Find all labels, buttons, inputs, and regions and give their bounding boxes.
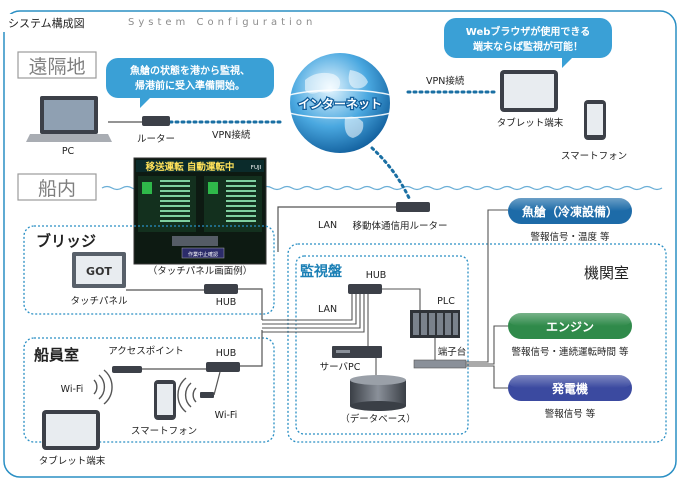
signal-cable-engine — [466, 325, 508, 365]
smartphone-icon — [154, 380, 176, 420]
smartphone-remote-label: スマートフォン — [561, 151, 627, 162]
mobile-router-icon — [396, 202, 430, 212]
wifi-icon-left — [93, 369, 113, 405]
smartphone-icon — [584, 100, 606, 140]
equipment-generator: 発電機 警報信号 等 — [508, 375, 632, 420]
touch-panel-label: タッチパネル — [70, 296, 128, 307]
smartphone-crew-label: スマートフォン — [131, 426, 197, 437]
lan-cable-top — [277, 206, 396, 252]
database-label: （データベース） — [340, 413, 416, 425]
server-pc-icon — [332, 346, 382, 358]
callout-fish-hold — [106, 58, 274, 108]
lan-bundle-main — [262, 294, 365, 333]
equipment-fish-hold-name: 魚艙（冷凍設備） — [522, 204, 618, 219]
tablet-remote-label: タブレット端末 — [497, 117, 564, 129]
server-pc-label: サーバPC — [320, 362, 361, 373]
terminal-block-label: 端子台 — [438, 346, 467, 358]
signal-cable-generator — [466, 365, 508, 389]
router-label: ルーター — [137, 134, 175, 145]
hub-plc-cable — [382, 288, 421, 318]
hub-crew-label: HUB — [216, 348, 237, 359]
wifi-icon-right — [177, 377, 197, 413]
pc-label: PC — [62, 146, 75, 157]
laptop-icon — [26, 96, 112, 142]
signal-cable-fish-hold — [466, 209, 508, 363]
equipment-fish-hold-signal: 警報信号・温度 等 — [530, 231, 610, 243]
globe-landmass — [305, 70, 368, 138]
engine-room-area — [287, 243, 667, 443]
callout-browser-line1: Webブラウザが使用できる — [466, 25, 590, 38]
equipment-engine-name: エンジン — [546, 320, 594, 334]
screen-banner: 移送運転 自動運転中 — [146, 161, 235, 173]
lan-label-mid: LAN — [318, 304, 337, 315]
crew-room-label: 船員室 — [34, 346, 79, 364]
lan-label-top: LAN — [318, 220, 337, 231]
vpn-label-right: VPN接続 — [426, 75, 465, 87]
callout-browser — [444, 18, 612, 68]
bridge-area — [23, 225, 275, 315]
mobile-router-label: 移動体通信用ルーター — [352, 220, 447, 232]
header-title-en: System Configuration — [128, 17, 316, 28]
touch-panel-icon — [72, 252, 126, 288]
section-remote-label: 遠隔地 — [28, 56, 85, 78]
tablet-crew-label: タブレット端末 — [39, 455, 106, 467]
equipment-engine-signal: 警報信号・連続運転時間 等 — [511, 346, 629, 358]
access-point-label: アクセスポイント — [108, 346, 184, 357]
mobile-link — [370, 146, 412, 202]
hub-bridge-label: HUB — [216, 297, 237, 308]
header-title-bg — [0, 14, 104, 32]
crew-room-area — [23, 337, 275, 443]
crew-hub-uplink — [240, 330, 263, 367]
equipment-generator-name: 発電機 — [551, 381, 588, 396]
callout-fish-hold-line1: 魚艙の状態を港から監視、 — [130, 64, 250, 77]
hub-monitor-icon — [348, 284, 382, 294]
plc-label: PLC — [437, 296, 455, 307]
section-onboard-label: 船内 — [38, 178, 76, 200]
plc-icon — [410, 310, 460, 338]
equipment-engine: エンジン 警報信号・連続運転時間 等 — [508, 313, 632, 358]
wifi-right-label: Wi-Fi — [215, 410, 238, 421]
wifi-left-label: Wi-Fi — [61, 384, 84, 395]
access-point-icon — [112, 366, 142, 373]
bridge-hub-uplink — [238, 288, 263, 320]
hub-bridge-icon — [204, 284, 238, 294]
tablet-icon — [500, 70, 558, 112]
section-onboard-box — [17, 173, 97, 201]
equipment-generator-signal: 警報信号 等 — [545, 408, 596, 420]
equipment-fish-hold: 魚艙（冷凍設備） 警報信号・温度 等 — [508, 198, 632, 243]
bridge-label: ブリッジ — [36, 232, 96, 250]
section-remote-box — [17, 51, 97, 79]
database-icon — [350, 375, 406, 411]
touch-panel-logo: GOT — [86, 265, 112, 278]
hub-monitor-label: HUB — [366, 270, 387, 281]
screen-button-label: 作業中止確認 — [188, 251, 218, 258]
header-title-jp: システム構成図 — [8, 17, 85, 30]
globe-orbit-ring — [273, 89, 407, 119]
touch-panel-screen: 移送運転 自動運転中 FUJI 作業中止確認 — [133, 157, 267, 265]
access-point-icon-right — [200, 392, 214, 398]
internet-label: インターネット — [298, 97, 382, 111]
screen-logo: FUJI — [251, 165, 262, 171]
terminal-block-icon — [413, 359, 467, 369]
tablet-icon — [42, 410, 100, 450]
callout-browser-line2: 端末ならば監視が可能！ — [473, 40, 583, 53]
hub-crew-icon — [206, 362, 240, 372]
monitor-panel-area — [295, 255, 469, 435]
callout-fish-hold-line2: 帰港前に受入準備開始。 — [135, 79, 245, 92]
outer-frame — [3, 10, 677, 478]
engine-room-label: 機関室 — [584, 264, 629, 282]
router-icon — [142, 116, 170, 126]
ap-right-cable — [213, 371, 221, 396]
screen-button — [181, 247, 225, 259]
touch-panel-example-label: （タッチパネル画面例） — [148, 265, 253, 277]
monitor-panel-label: 監視盤 — [300, 263, 343, 280]
vpn-label-left: VPN接続 — [212, 129, 251, 141]
